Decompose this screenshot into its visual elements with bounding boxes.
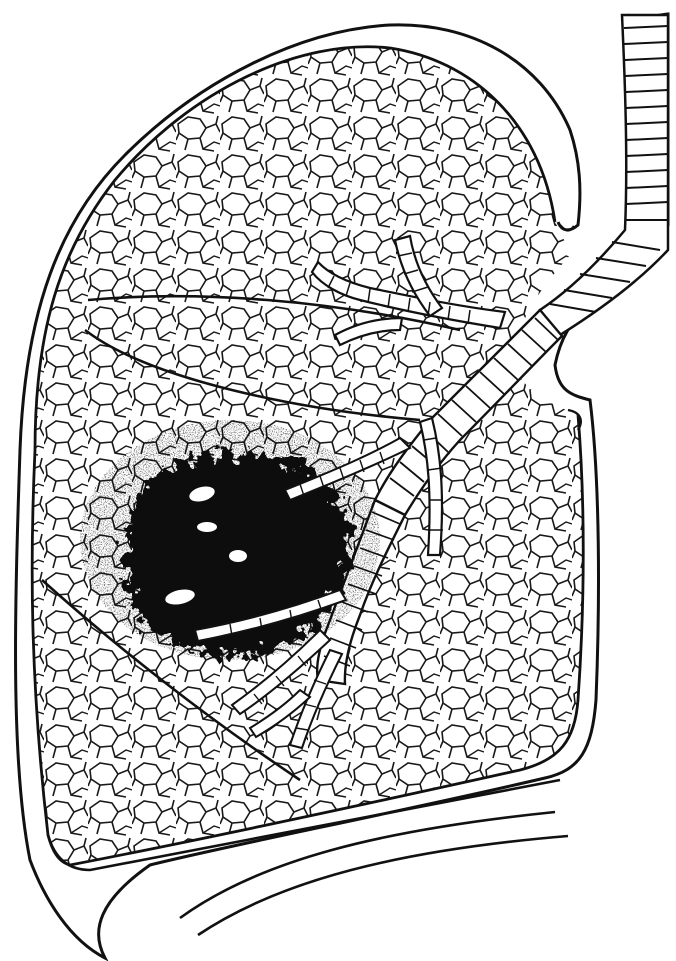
- diaphragm-arc-2: [198, 836, 568, 935]
- cavity-spot-2: [197, 522, 217, 532]
- trachea: [540, 15, 668, 335]
- cavity-spot-3: [229, 550, 247, 562]
